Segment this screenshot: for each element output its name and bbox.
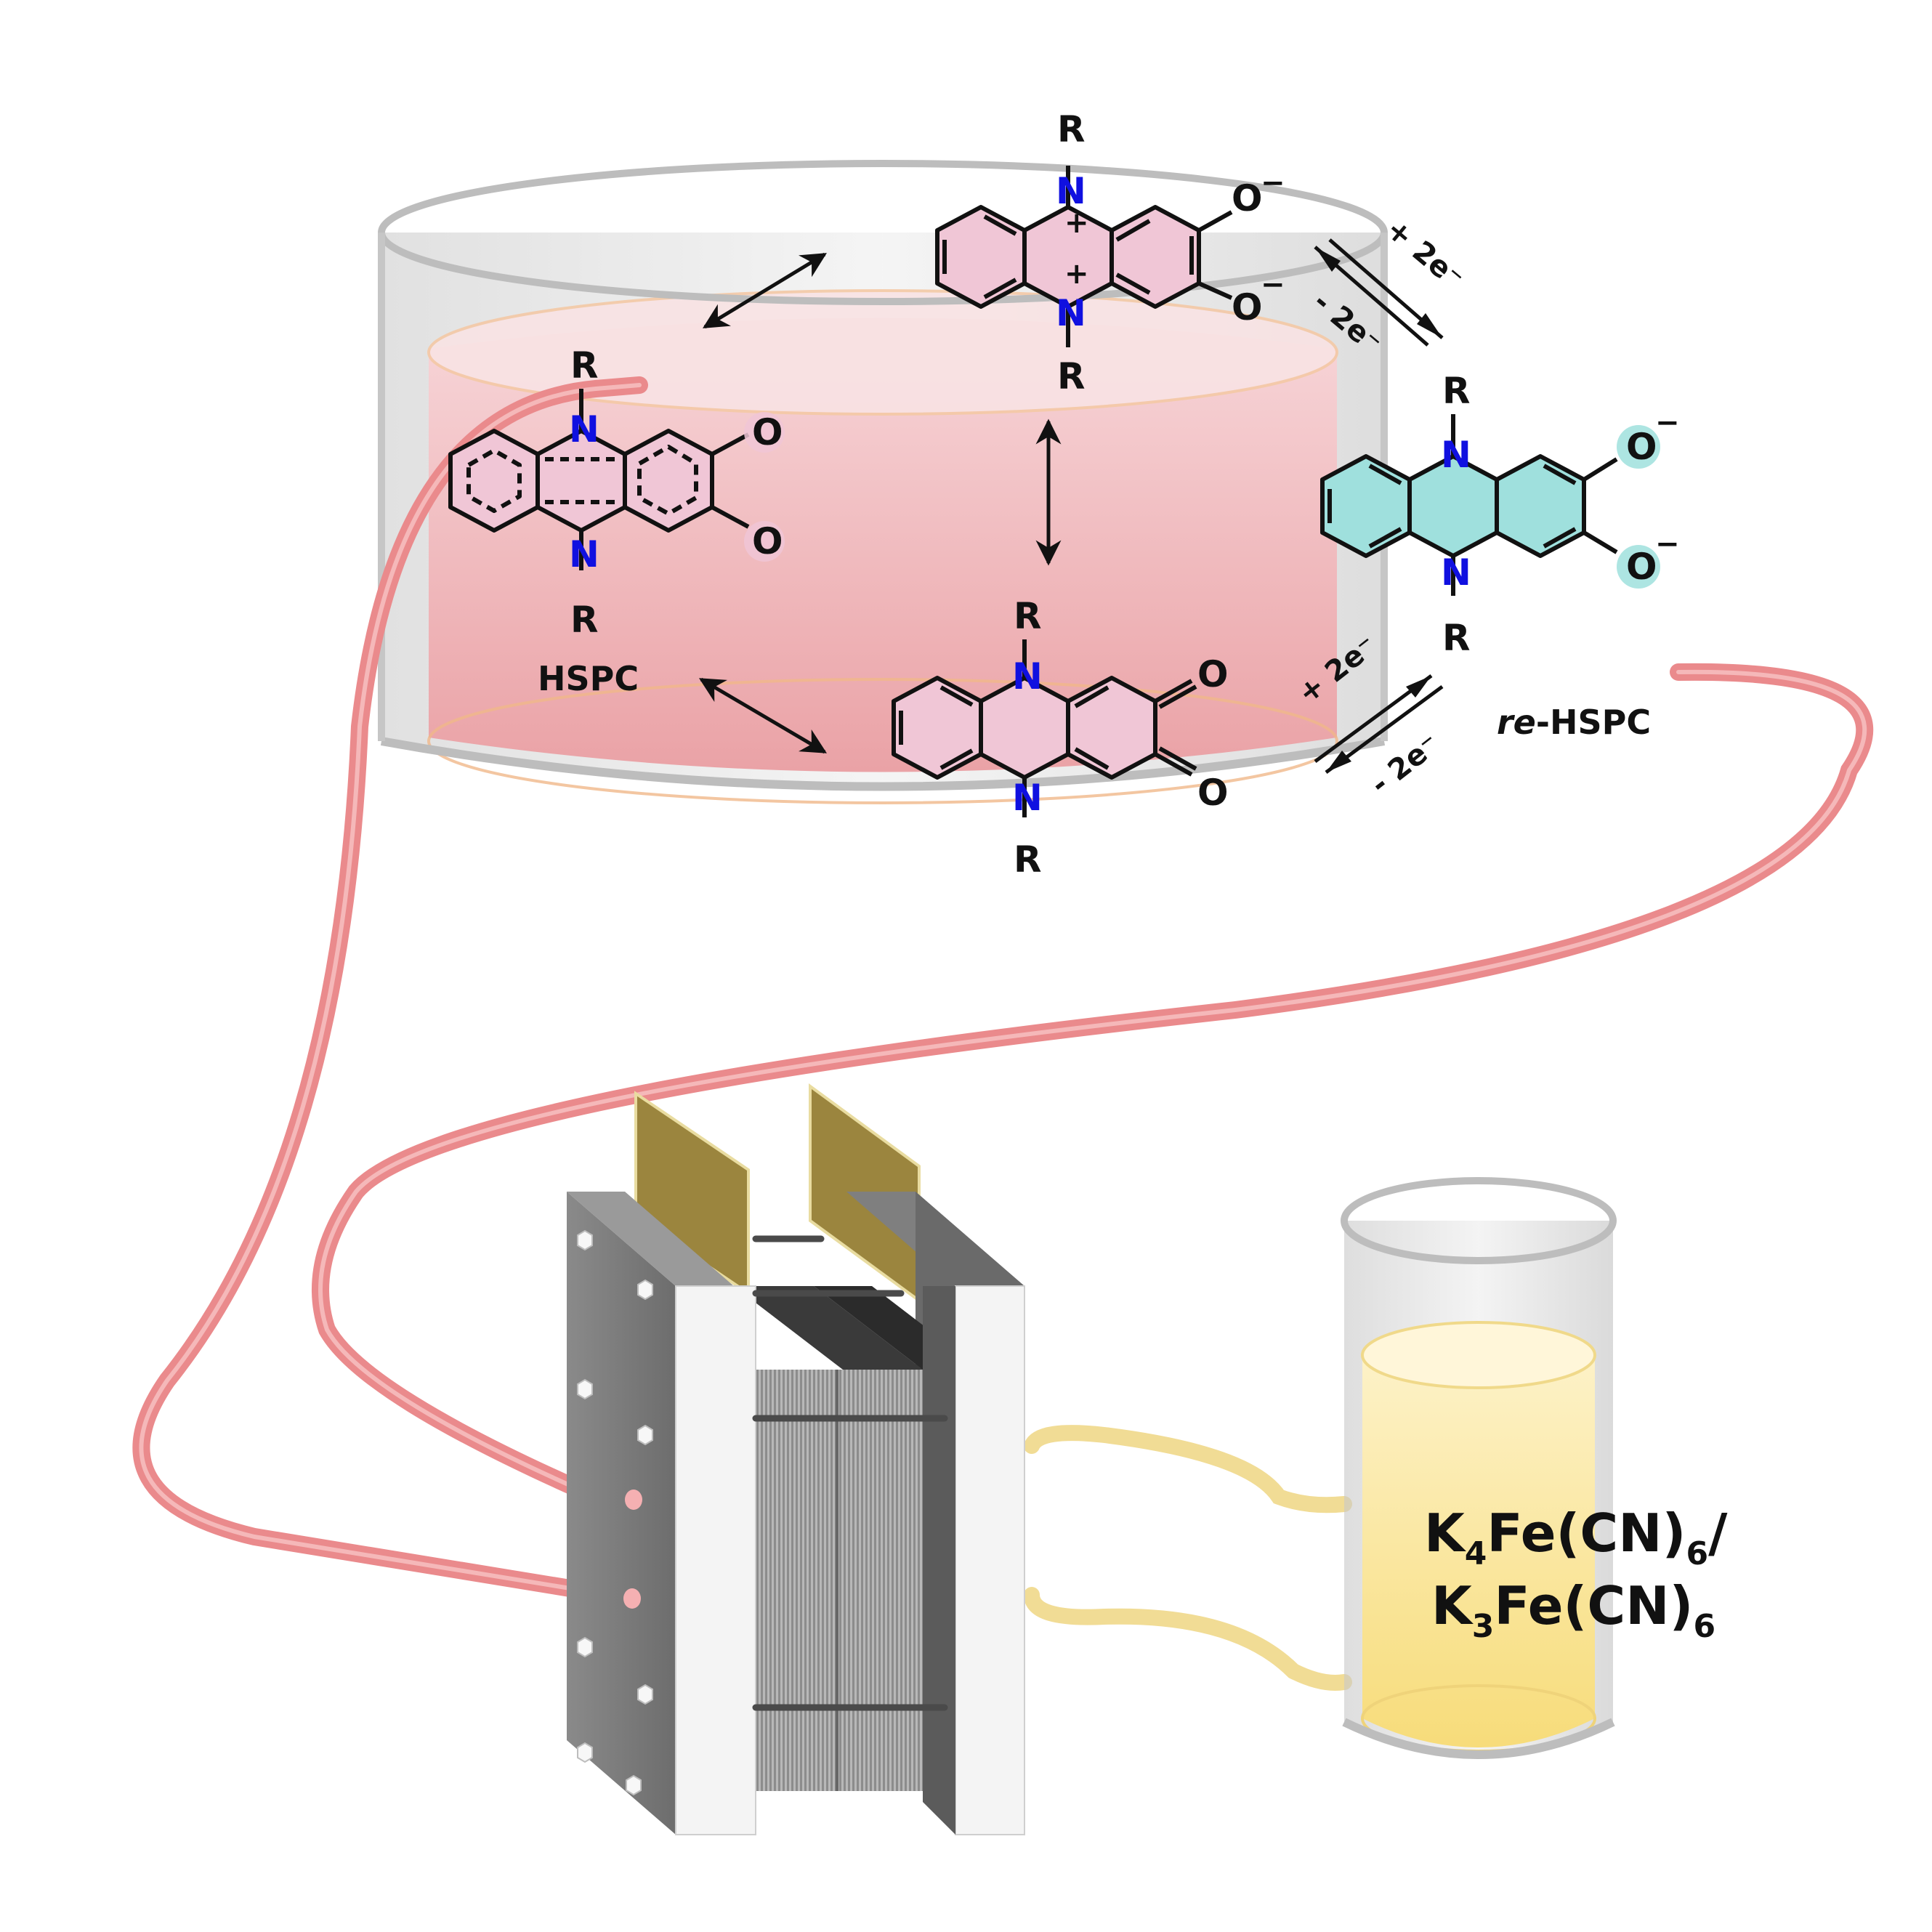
stack-bolts	[577, 1229, 653, 1796]
flow-cell-stack	[567, 1083, 1025, 1835]
resonance-arrows	[698, 252, 1062, 754]
svg-text:N: N	[569, 408, 599, 450]
catholyte-liquid	[1362, 1355, 1595, 1747]
end-plate-front-right	[955, 1285, 1025, 1835]
molecule-quinone	[892, 639, 1197, 817]
svg-text:R: R	[1057, 355, 1086, 397]
resonance-arrow-left-top	[703, 252, 827, 329]
svg-text:−: −	[1655, 528, 1680, 561]
catholyte-label-line1: K4Fe(CN)6/	[1424, 1503, 1728, 1572]
svg-text:−: −	[1261, 166, 1285, 200]
molecule-re-hspc	[1320, 414, 1660, 596]
svg-text:O: O	[1197, 772, 1229, 814]
tank-bottom-rim	[427, 678, 1338, 804]
svg-text:O: O	[752, 520, 783, 562]
svg-text:N: N	[1056, 170, 1086, 212]
molecule-re-hspc-labels: R N N R O − O − re-HSPC	[1441, 370, 1680, 742]
svg-text:O: O	[1232, 286, 1263, 328]
svg-text:+: +	[1064, 206, 1089, 240]
top-reduction-label: + 2e⁻	[1380, 212, 1470, 296]
svg-text:R: R	[1014, 838, 1042, 881]
svg-text:O: O	[1232, 177, 1263, 219]
svg-text:O: O	[1626, 546, 1657, 588]
svg-text:O: O	[1626, 426, 1657, 468]
re-hspc-label: re-HSPC	[1497, 703, 1651, 742]
anolyte-tubing	[132, 376, 1874, 1607]
svg-text:−: −	[1261, 268, 1285, 302]
catholyte-tank: K4Fe(CN)6/ K3Fe(CN)6	[1341, 1177, 1728, 1759]
end-plate-front-left	[675, 1285, 756, 1835]
tank-front-rim	[380, 737, 1386, 791]
molecule-dication	[935, 166, 1233, 347]
svg-text:R: R	[1057, 108, 1086, 150]
molecule-dication-labels: R N + + N R O − O −	[1056, 108, 1285, 397]
svg-text:N: N	[569, 533, 599, 575]
redox-arrows-top	[1314, 238, 1444, 347]
svg-text:N: N	[1012, 777, 1043, 819]
molecule-hspc-delocalized	[448, 389, 785, 570]
svg-text:R: R	[570, 344, 599, 387]
svg-text:−: −	[1655, 406, 1680, 440]
svg-text:O: O	[752, 411, 783, 453]
svg-text:R: R	[1442, 617, 1471, 659]
svg-text:N: N	[1441, 551, 1471, 594]
tie-rods	[752, 1235, 948, 1711]
resonance-arrow-left-bottom	[698, 677, 828, 754]
svg-text:R: R	[1014, 595, 1042, 637]
anolyte-surface	[427, 289, 1338, 416]
catholyte-label-line2: K3Fe(CN)6	[1431, 1575, 1715, 1645]
anolyte-liquid	[429, 318, 1337, 772]
svg-text:N: N	[1441, 434, 1471, 476]
svg-text:N: N	[1056, 292, 1086, 334]
svg-text:O: O	[1197, 653, 1229, 695]
molecule-hspc-delocalized-labels: R N N R O O HSPC	[538, 344, 783, 698]
redox-arrows-bottom	[1314, 674, 1444, 775]
svg-text:+: +	[1064, 257, 1089, 291]
molecule-quinone-labels: R N N R O O	[1012, 595, 1229, 881]
svg-text:N: N	[1012, 655, 1043, 698]
catholyte-tubing	[1024, 1425, 1352, 1691]
svg-text:R: R	[570, 599, 599, 641]
anolyte-tank	[378, 160, 1388, 804]
hspc-label: HSPC	[538, 659, 639, 698]
svg-text:R: R	[1442, 370, 1471, 412]
